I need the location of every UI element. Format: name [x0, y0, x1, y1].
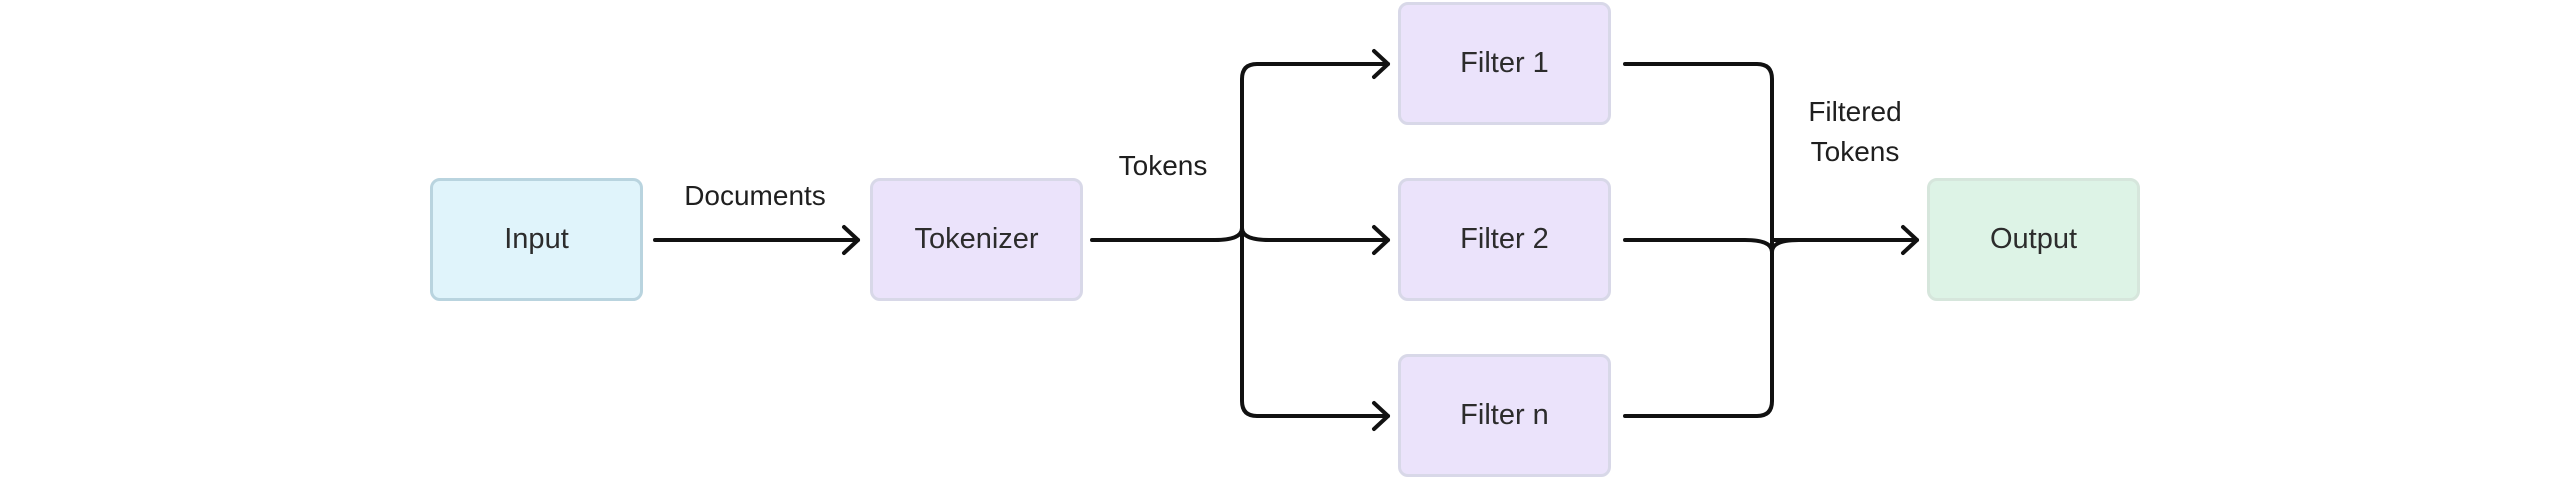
tokens-label-text: Tokens [1118, 150, 1208, 181]
filtered-label-line1: Filtered [1808, 96, 1902, 127]
filtered-tokens-edge-label: Filtered Tokens [1790, 92, 1920, 172]
filtered-label-line2: Tokens [1810, 136, 1900, 167]
output-node-label: Output [1989, 223, 2078, 255]
arrowhead-output [1901, 225, 1919, 255]
tokenizer-node-label: Tokenizer [914, 223, 1039, 255]
edge-to-filter1 [1240, 62, 1390, 242]
arrowhead-filter2 [1372, 225, 1390, 255]
filter-2-node: Filter 2 [1398, 178, 1611, 301]
output-node: Output [1927, 178, 2140, 301]
arrowhead-filtern [1372, 401, 1390, 431]
tokenizer-node: Tokenizer [870, 178, 1083, 301]
input-node-label: Input [504, 223, 569, 255]
filter-1-node: Filter 1 [1398, 2, 1611, 125]
arrowhead-filter1 [1372, 49, 1390, 79]
documents-label-text: Documents [684, 180, 826, 211]
arrowhead-tokenizer [842, 225, 860, 255]
filter-1-node-label: Filter 1 [1460, 47, 1549, 79]
edge-from-filtern [1623, 238, 1774, 418]
edge-from-filter1 [1623, 62, 1774, 242]
input-node: Input [430, 178, 643, 301]
filter-2-node-label: Filter 2 [1460, 223, 1549, 255]
documents-edge-label: Documents [660, 176, 850, 216]
edge-to-filter2 [1213, 226, 1390, 242]
filter-n-node-label: Filter n [1460, 399, 1549, 431]
filter-n-node: Filter n [1398, 354, 1611, 477]
edge-to-filtern [1240, 238, 1390, 418]
tokens-edge-label: Tokens [1098, 146, 1228, 186]
